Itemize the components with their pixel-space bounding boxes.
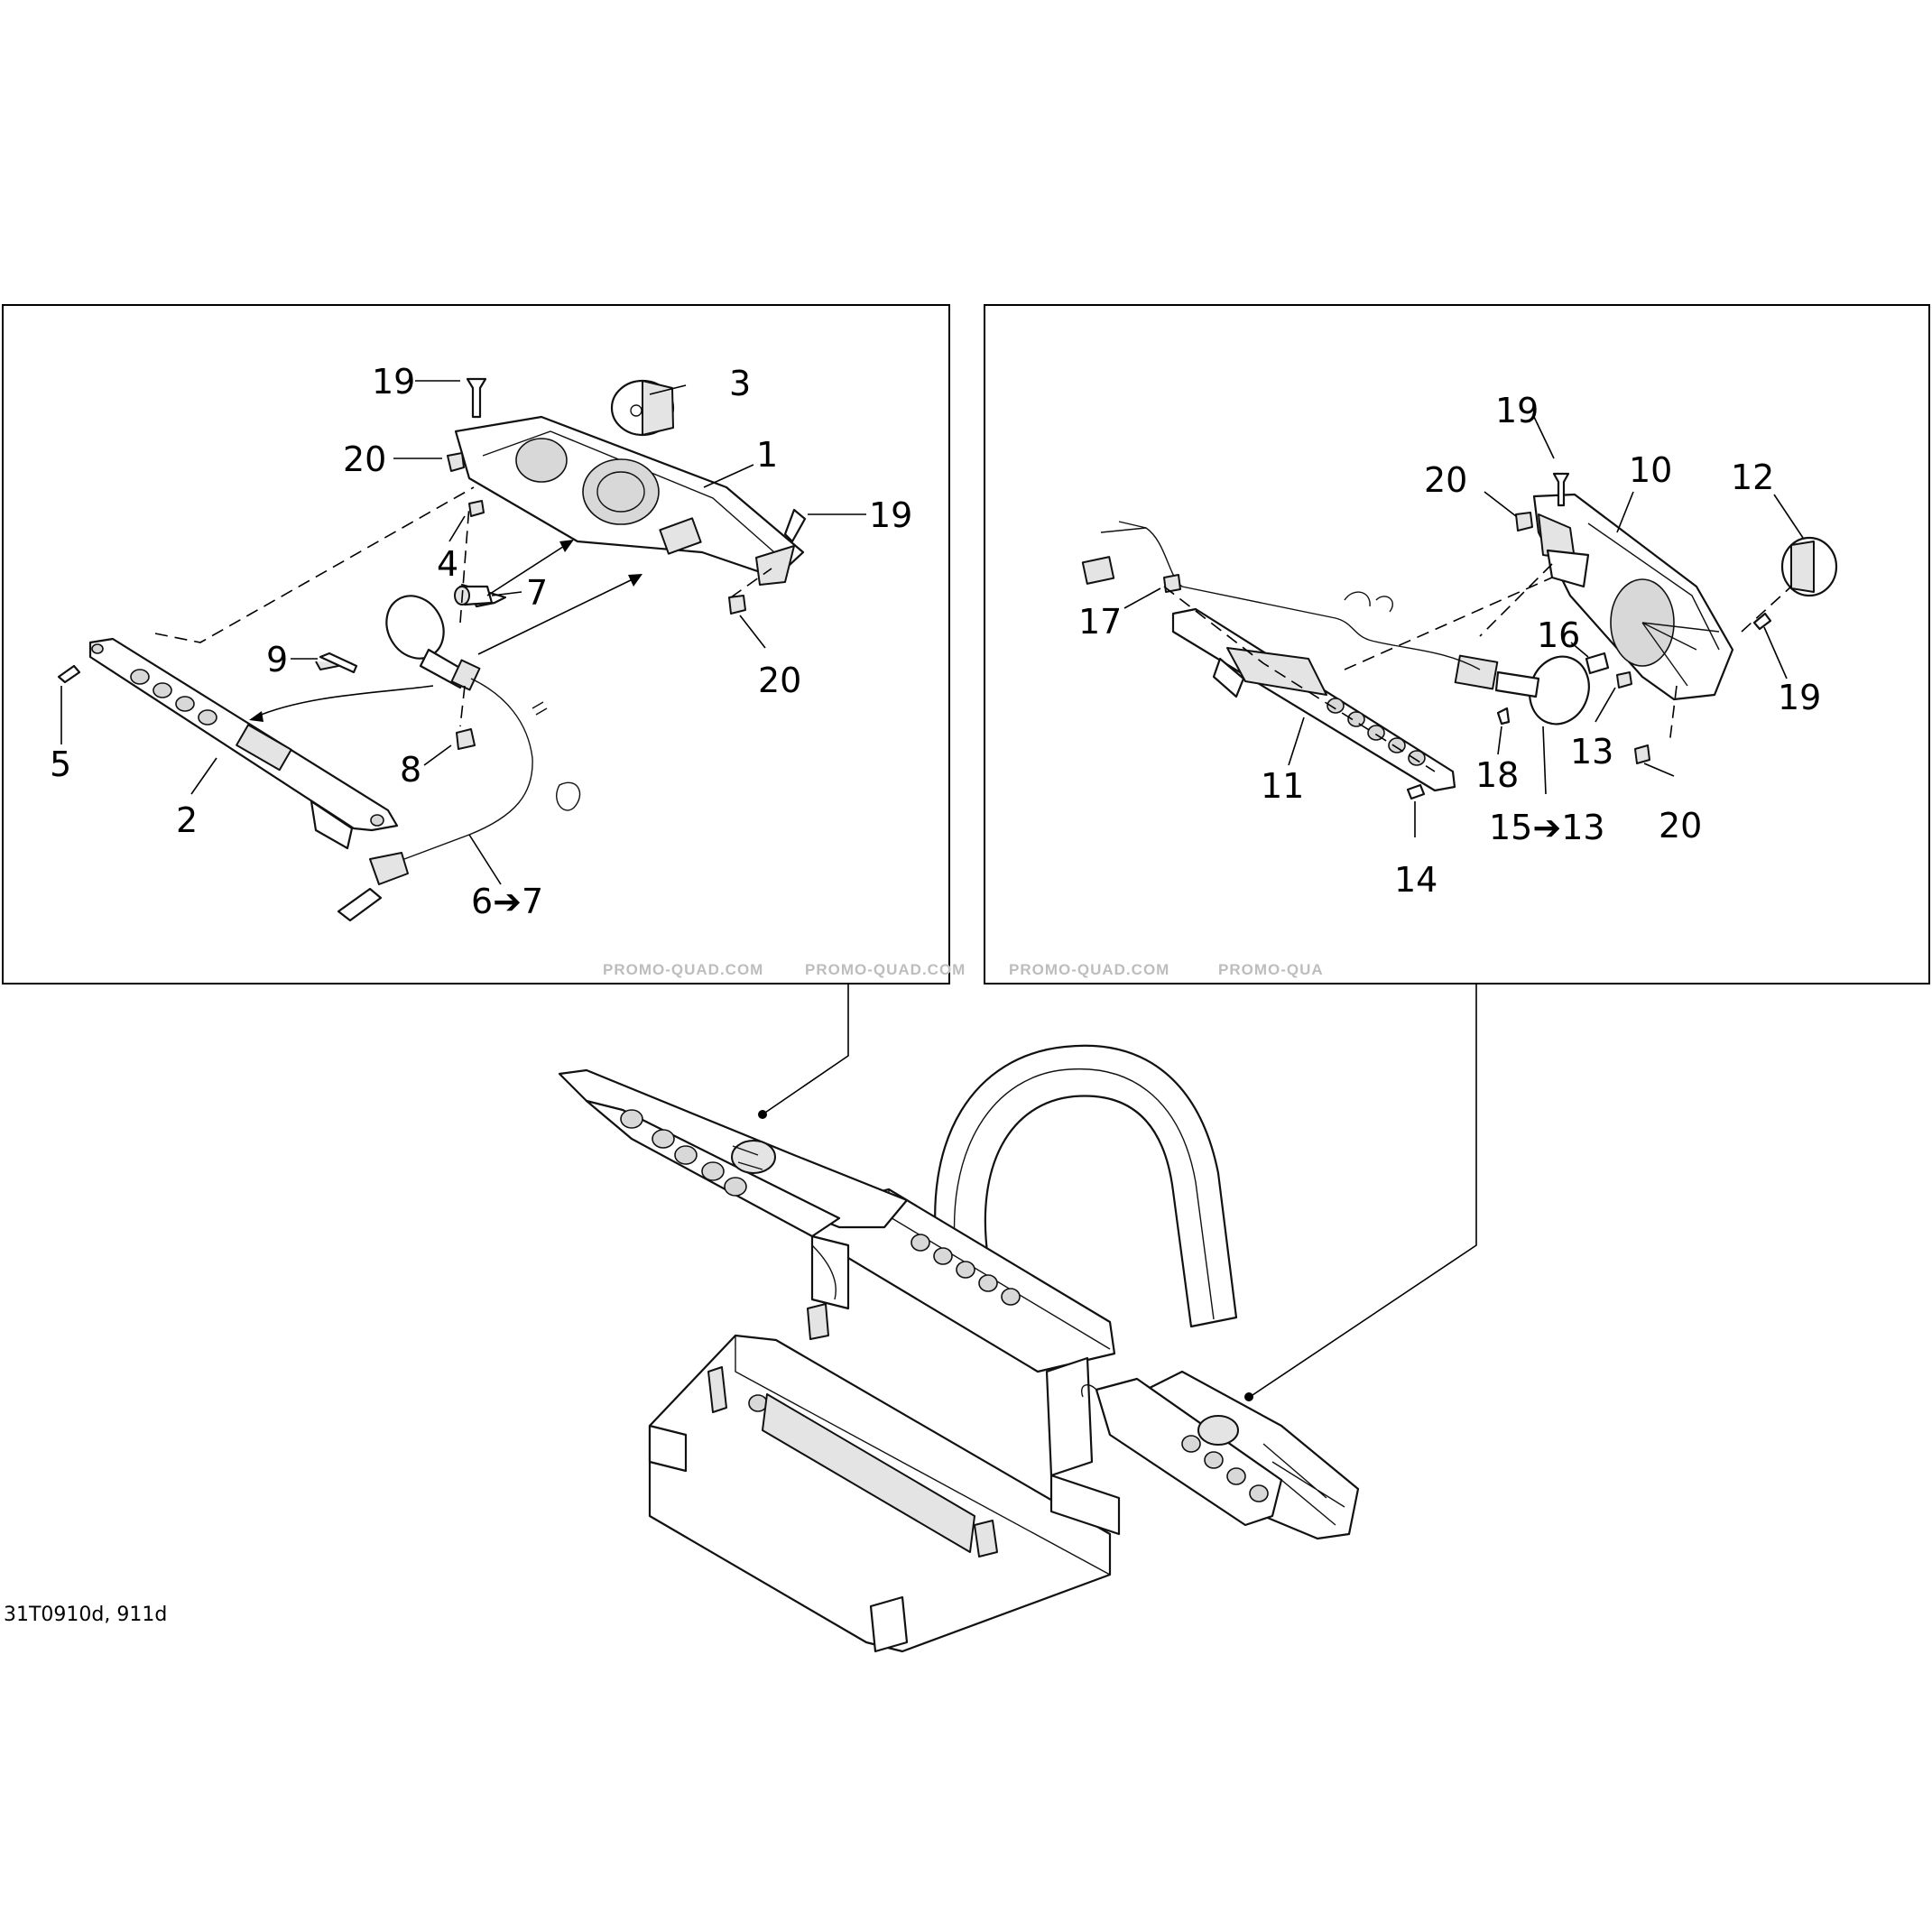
left-bulb [385, 595, 481, 691]
callout-12-right: 12 [1731, 458, 1774, 497]
left-arrow-1 [486, 542, 569, 596]
watermark-2: PROMO-QUAD.COM [805, 961, 966, 978]
callout-9-left: 9 [266, 640, 288, 679]
right-detail-frame [984, 304, 1930, 984]
callout-20-right-top: 20 [1424, 460, 1467, 500]
right-assembly-line-4 [1741, 586, 1792, 633]
watermark-4: PROMO-QUA [1218, 961, 1324, 978]
left-detail-leader [762, 984, 849, 1115]
callout-11-right: 11 [1261, 766, 1304, 806]
callout-4-left: 4 [437, 544, 458, 584]
left-assembly-line-3 [730, 568, 772, 598]
left-light-housing [454, 415, 805, 586]
right-fasteners [1163, 472, 1772, 800]
left-arrowhead-3 [249, 711, 263, 722]
callout-20-right-bottom: 20 [1659, 806, 1702, 846]
left-arrow-2 [477, 577, 637, 655]
right-assembly-line-5 [1344, 577, 1553, 670]
right-assembly-line-1 [1163, 586, 1436, 772]
callout-18-right: 18 [1475, 755, 1519, 795]
callout-6-to-7-left: 6➔7 [471, 882, 543, 921]
left-bulb-socket [454, 585, 494, 606]
callout-20-left-top: 20 [343, 439, 386, 479]
right-assembly-line-2 [1479, 563, 1553, 637]
assembly-left-light [558, 1068, 909, 1300]
right-bracket [1171, 607, 1456, 792]
drawing-code: 31T0910d, 911d [4, 1604, 167, 1626]
callout-17-right: 17 [1078, 602, 1122, 642]
left-assembly-line-1 [154, 486, 475, 643]
left-assembly-line-4 [459, 685, 466, 727]
left-arrowhead-2 [628, 574, 642, 587]
right-detail-leader [1249, 984, 1477, 1398]
left-lens-cap [610, 379, 675, 437]
callout-19-right-top: 19 [1495, 391, 1539, 430]
right-wire-harness [1081, 521, 1481, 670]
left-detail-frame [2, 304, 950, 984]
right-assembly-line-3 [1669, 685, 1678, 745]
callout-1-left: 1 [756, 435, 778, 475]
callout-14-right: 14 [1394, 860, 1437, 900]
callout-16-right: 16 [1537, 615, 1580, 655]
callout-2-left: 2 [176, 800, 198, 840]
callout-20-left-bottom: 20 [758, 661, 801, 700]
watermark-1: PROMO-QUAD.COM [603, 961, 763, 978]
left-bracket [88, 637, 399, 850]
right-bulb [1454, 654, 1590, 726]
callout-15-to-13-right: 15➔13 [1489, 808, 1605, 847]
watermark-3: PROMO-QUAD.COM [1009, 961, 1169, 978]
callout-19-left-right: 19 [869, 495, 912, 535]
callout-7-left: 7 [526, 573, 548, 613]
right-lens-cap [1780, 536, 1838, 597]
callout-13-right: 13 [1570, 732, 1613, 772]
callout-5-left: 5 [50, 744, 71, 784]
assembly-right-light [1081, 1370, 1360, 1540]
left-wire-harness [337, 678, 581, 922]
left-arrowhead-1 [559, 540, 574, 552]
callout-8-left: 8 [400, 750, 421, 790]
callout-10-right: 10 [1629, 450, 1672, 490]
callout-3-left: 3 [729, 364, 751, 403]
callout-19-right-right: 19 [1778, 678, 1821, 717]
left-arrow-3 [254, 685, 434, 718]
callout-19-left-top: 19 [372, 362, 415, 402]
right-light-housing [1532, 493, 1734, 701]
